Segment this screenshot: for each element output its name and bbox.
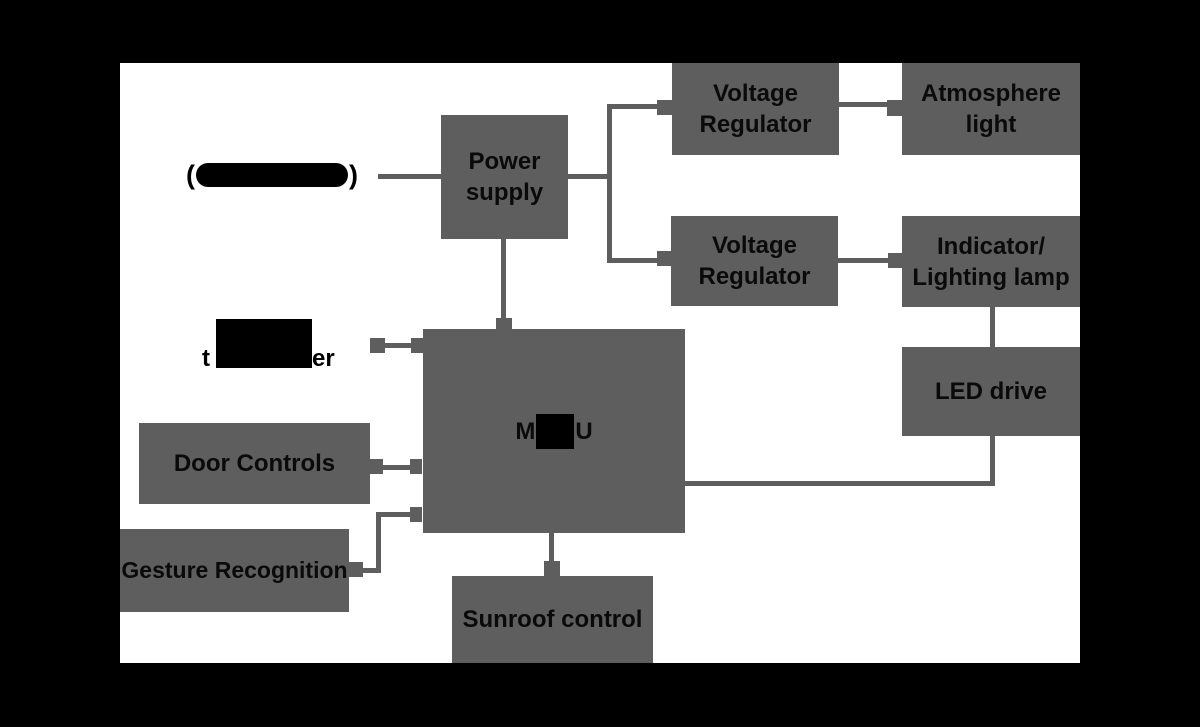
pad-atmosphere-light (887, 100, 902, 116)
voltage-regulator-bottom-box: Voltage Regulator (671, 216, 838, 306)
edge-power-input-to-power-supply (378, 174, 441, 179)
power-input-label: ( ) (186, 160, 358, 190)
pad-sunroof-top (544, 561, 560, 576)
mcu-label-suffix: U (575, 417, 593, 445)
indicator-lighting-lamp-label: Indicator/ Lighting lamp (912, 232, 1070, 291)
mcu-redaction-block (536, 413, 575, 449)
transceiver-label-suffix: er (312, 345, 335, 372)
edge-power-supply-branch-stub (568, 174, 612, 179)
voltage-regulator-top-box: Voltage Regulator (672, 63, 839, 155)
pad-mcu-left-bottom (410, 507, 422, 522)
mcu-label-prefix: M (515, 417, 536, 445)
pad-mcu-left-middle (410, 459, 422, 474)
edge-power-supply-branch-vertical (607, 104, 612, 263)
edge-voltage-regulator-top-to-atmosphere-light (839, 102, 887, 107)
mcu-box: M U (423, 329, 685, 533)
edge-gesture-to-mcu-seg2 (376, 512, 410, 517)
led-drive-label: LED drive (934, 378, 1048, 405)
gesture-recognition-box: Gesture Recognition (120, 529, 349, 612)
edge-led-drive-down-vertical (990, 436, 995, 486)
pad-indicator-lamp (888, 253, 902, 268)
pad-door-controls-right (370, 459, 383, 474)
pad-voltage-regulator-bottom (657, 251, 672, 266)
voltage-regulator-bottom-label: Voltage Regulator (698, 232, 811, 290)
pad-voltage-regulator-top (657, 100, 672, 115)
transceiver-label-prefix: t (202, 345, 210, 372)
power-supply-box: Power supply (441, 115, 568, 239)
gesture-recognition-label: Gesture Recognition (121, 557, 348, 583)
door-controls-label: Door Controls (173, 450, 336, 477)
led-drive-box: LED drive (902, 347, 1080, 436)
power-input-redaction-bar (196, 163, 348, 187)
edge-gesture-to-mcu-seg1 (363, 568, 378, 573)
edge-branch-to-voltage-regulator-bottom (607, 258, 657, 263)
atmosphere-light-box: Atmosphere light (902, 63, 1080, 155)
pad-mcu-top (496, 318, 512, 329)
edge-voltage-regulator-bottom-to-indicator-lamp (838, 258, 888, 263)
edge-door-controls-to-mcu (383, 465, 410, 470)
pad-transceiver-end (370, 338, 385, 353)
voltage-regulator-top-label: Voltage Regulator (699, 80, 812, 138)
sunroof-control-box: Sunroof control (452, 576, 653, 663)
atmosphere-light-label: Atmosphere light (920, 80, 1062, 138)
edge-indicator-lamp-to-led-drive (990, 307, 995, 347)
edge-power-supply-to-mcu (501, 239, 506, 319)
indicator-lighting-lamp-box: Indicator/ Lighting lamp (902, 216, 1080, 307)
edge-mcu-to-sunroof-control (549, 533, 554, 563)
power-supply-label: Power supply (465, 148, 544, 206)
sunroof-control-label: Sunroof control (462, 606, 643, 633)
door-controls-box: Door Controls (139, 423, 370, 504)
edge-gesture-to-mcu-vertical (376, 512, 381, 573)
pad-mcu-left-top (411, 338, 423, 353)
power-input-open-paren: ( (186, 159, 195, 190)
transceiver-redaction-box (216, 319, 312, 368)
edge-branch-to-voltage-regulator-top (607, 104, 657, 109)
edge-transceiver-to-mcu (385, 343, 411, 348)
pad-gesture-right (348, 562, 363, 577)
power-input-close-paren: ) (349, 159, 358, 190)
edge-led-drive-to-mcu-horizontal (685, 481, 995, 486)
